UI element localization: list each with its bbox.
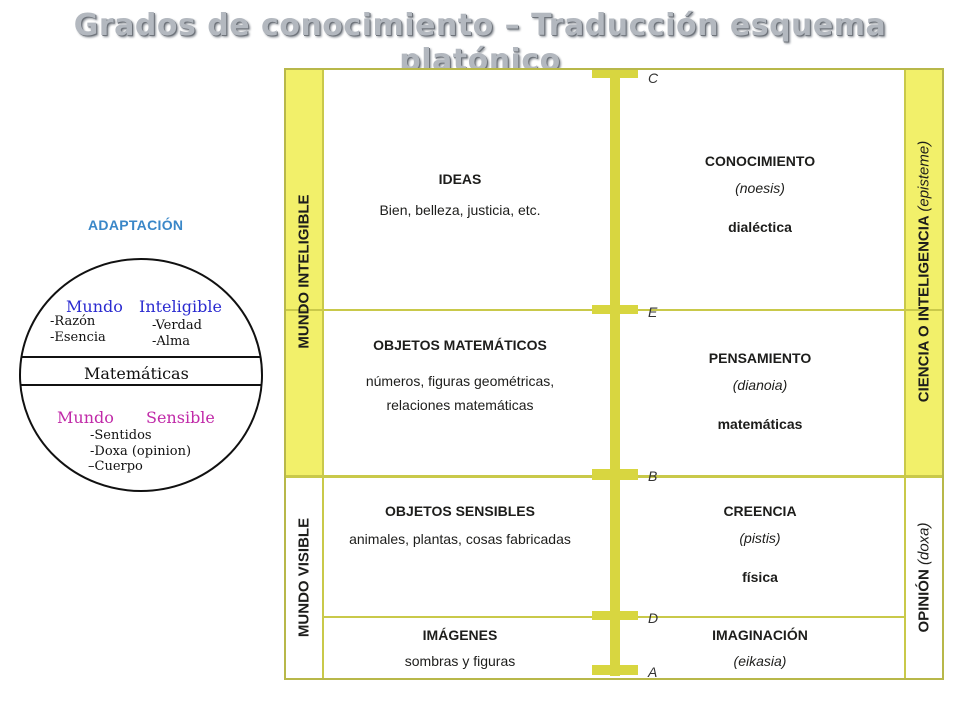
matematicas-label: matemáticas [717, 416, 803, 432]
objetos-matematicos-desc2: relaciones matemáticas [386, 397, 534, 413]
page-title: Grados de conocimiento – Traducción esqu… [73, 8, 887, 78]
objetos-matematicos-title: OBJETOS MATEMÁTICOS [373, 337, 547, 353]
top-left-item: -Esencia [50, 330, 106, 345]
top-right-item: -Alma [152, 334, 191, 349]
ideas-desc: Bien, belleza, justicia, etc. [379, 202, 541, 218]
inteligible-label-word1: Mundo [66, 297, 123, 316]
pensamiento-title: PENSAMIENTO [708, 350, 812, 366]
eikasia-label: (eikasia) [733, 653, 787, 669]
axis-tick-d [592, 611, 638, 620]
opinion-label-text: OPINIÓN [915, 569, 933, 633]
central-axis [610, 70, 620, 676]
imagenes-desc: sombras y figuras [404, 653, 516, 669]
pistis-label: (pistis) [739, 530, 781, 546]
doxa-label: (doxa) [915, 522, 933, 566]
mundo-visible-band [286, 478, 322, 678]
letter-a: A [648, 664, 658, 680]
axis-tick-c [592, 70, 638, 78]
imaginacion-title: IMAGINACIÓN [712, 627, 808, 643]
mundo-inteligible-label: MUNDO INTELIGIBLE [295, 194, 313, 349]
sensible-label-word1: Mundo [57, 408, 114, 427]
adaptation-heading: ADAPTACIÓN [88, 217, 184, 233]
conocimiento-title: CONOCIMIENTO [704, 153, 816, 169]
left-band-border [322, 70, 324, 678]
bottom-item: –Cuerpo [88, 459, 143, 474]
dianoia-label: (dianoia) [732, 377, 788, 393]
letter-c: C [648, 70, 659, 86]
letter-b: B [648, 468, 658, 484]
right-band-border [904, 70, 906, 678]
objetos-sensibles-desc: animales, plantas, cosas fabricadas [349, 531, 571, 547]
middle-band-label: Matemáticas [84, 364, 189, 383]
objetos-sensibles-title: OBJETOS SENSIBLES [385, 503, 535, 519]
axis-tick-e [592, 305, 638, 314]
opinion-label: OPINIÓN (doxa) [916, 488, 933, 668]
bottom-item: -Sentidos [90, 428, 152, 443]
noesis-label: (noesis) [735, 180, 785, 196]
dialectica-label: dialéctica [728, 219, 792, 235]
inteligible-label-word2: Inteligible [139, 297, 222, 316]
top-right-item: -Verdad [152, 318, 202, 333]
top-left-item: -Razón [50, 314, 96, 329]
ciencia-label: CIENCIA O INTELIGENCIA (episteme) [916, 122, 933, 422]
mundo-visible-label: MUNDO VISIBLE [295, 517, 313, 638]
fisica-label: física [742, 569, 778, 585]
mundo-inteligible-band [286, 70, 322, 475]
creencia-title: CREENCIA [723, 503, 797, 519]
episteme-label: (episteme) [915, 140, 933, 212]
letter-e: E [648, 304, 658, 320]
ciencia-band [906, 70, 942, 475]
sensible-label-word2: Sensible [146, 408, 215, 427]
axis-tick-b [592, 469, 638, 480]
imagenes-title: IMÁGENES [422, 627, 498, 643]
bottom-item: -Doxa (opinion) [90, 444, 192, 459]
ideas-title: IDEAS [438, 171, 482, 187]
letter-d: D [648, 610, 659, 626]
adaptation-circle [19, 258, 263, 492]
objetos-matematicos-desc: números, figuras geométricas, [365, 373, 555, 389]
ciencia-label-text: CIENCIA O INTELIGENCIA [915, 215, 933, 403]
axis-tick-a [592, 665, 638, 675]
